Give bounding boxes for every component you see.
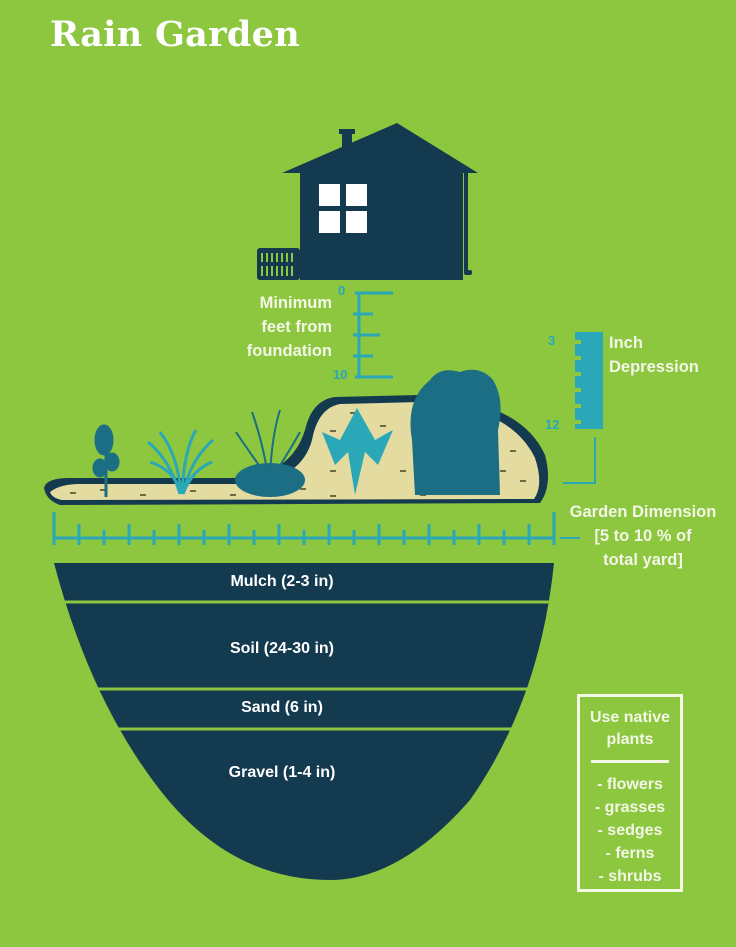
depression-label-line: Inch bbox=[609, 334, 643, 352]
grass-plant-icon bbox=[147, 429, 214, 495]
depression-label: Inch Depression bbox=[609, 331, 699, 379]
soil-layers-diagram bbox=[40, 563, 570, 880]
foundation-label-line: foundation bbox=[246, 342, 332, 360]
garden-dimension-line: [5 to 10 % of bbox=[594, 527, 692, 545]
native-plant-item: - flowers bbox=[597, 776, 663, 793]
depression-ruler bbox=[563, 332, 603, 484]
foundation-label-line: feet from bbox=[261, 318, 332, 336]
foundation-label-line: Minimum bbox=[259, 294, 332, 312]
garden-dimension-line: Garden Dimension bbox=[569, 503, 717, 521]
depression-tick-top: 3 bbox=[548, 333, 556, 348]
native-plant-item: - ferns bbox=[605, 845, 655, 862]
fern-plant-icon bbox=[322, 408, 393, 495]
foundation-label: Minimum feet from foundation bbox=[230, 291, 332, 363]
native-plants-heading: Use native plants bbox=[580, 707, 680, 751]
fence-icon bbox=[257, 248, 300, 280]
depression-tick-bottom: 12 bbox=[545, 417, 560, 432]
window-icon bbox=[319, 184, 367, 233]
garden-dimension-ruler bbox=[52, 512, 580, 545]
garden-dimension-line: total yard] bbox=[603, 551, 683, 569]
native-plant-item: - sedges bbox=[597, 822, 663, 839]
foundation-tick-bottom: 10 bbox=[333, 367, 348, 382]
native-plants-box: Use native plants - flowers - grasses - … bbox=[577, 694, 683, 892]
native-heading-line: plants bbox=[606, 731, 654, 748]
layer-soil-label: Soil (24-30 in) bbox=[229, 640, 335, 657]
layer-sand-label: Sand (6 in) bbox=[241, 699, 323, 716]
page-title: Rain Garden bbox=[50, 14, 300, 55]
native-plant-item: - grasses bbox=[594, 799, 666, 816]
sedge-plant-icon bbox=[235, 409, 305, 497]
divider bbox=[591, 760, 669, 763]
shrub-plant-icon bbox=[410, 369, 501, 495]
depression-label-line: Depression bbox=[609, 358, 699, 376]
native-plant-item: - shrubs bbox=[598, 868, 662, 885]
foundation-ruler bbox=[353, 291, 393, 379]
flower-plant-icon bbox=[92, 424, 120, 497]
layer-gravel-label: Gravel (1-4 in) bbox=[228, 764, 336, 781]
layer-mulch-label: Mulch (2-3 in) bbox=[230, 573, 334, 590]
garden-dimension-label: Garden Dimension [5 to 10 % of total yar… bbox=[562, 500, 724, 572]
native-heading-line: Use native bbox=[589, 709, 671, 726]
house-icon bbox=[257, 123, 478, 280]
foundation-tick-top: 0 bbox=[338, 283, 346, 298]
